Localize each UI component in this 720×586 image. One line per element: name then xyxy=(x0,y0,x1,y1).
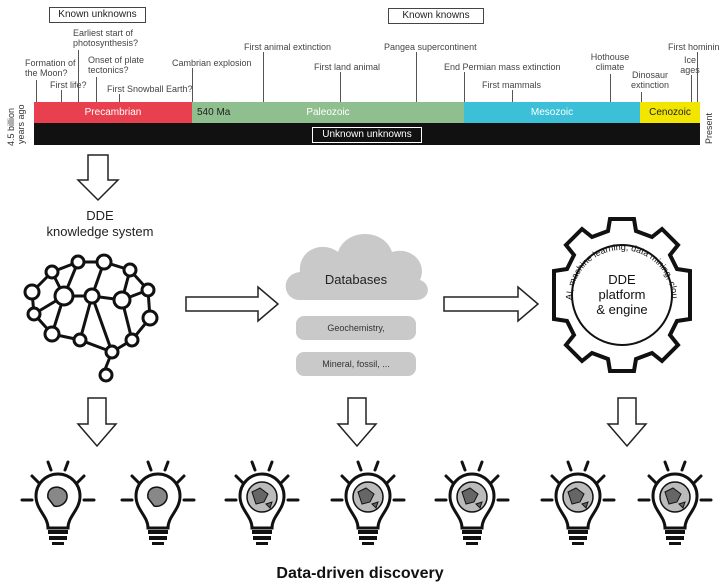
tick-photosynthesis xyxy=(78,50,79,102)
tick-ice-ages xyxy=(691,75,692,102)
event-land-animal: First land animal xyxy=(314,62,381,72)
arrow-down-1 xyxy=(76,397,118,448)
era-precambrian: Precambrian xyxy=(34,102,192,123)
tick-animal-extinction xyxy=(263,52,264,102)
tick-dinosaur xyxy=(641,92,642,102)
platform-line3: & engine xyxy=(596,302,648,317)
event-animal-extinction: First animal extinction xyxy=(244,42,332,52)
axis-start-label-2: years ago xyxy=(16,104,26,144)
tick-plate-tectonics xyxy=(96,77,97,102)
known-knowns-box: Known knowns xyxy=(388,8,484,24)
light-bulb-icon xyxy=(540,460,616,545)
light-bulb-icon xyxy=(20,460,96,545)
light-bulb-icon xyxy=(434,460,510,545)
data-driven-discovery-title: Data-driven discovery xyxy=(276,565,444,582)
axis-start-label-1: 4.5 billion xyxy=(6,107,16,146)
database-item-1: Geochemistry, xyxy=(296,316,416,340)
cloud-icon xyxy=(285,234,428,300)
event-first-life: First life? xyxy=(50,80,87,90)
era-mesozoic: Mesozoic xyxy=(464,102,640,123)
brain-nodes xyxy=(23,253,159,383)
arrow-down-3 xyxy=(606,397,648,448)
event-hominins: First hominins xyxy=(668,42,720,52)
platform-label: DDE platform & engine xyxy=(580,272,664,317)
era-paleozoic: Paleozoic xyxy=(192,102,464,123)
light-bulb-icon xyxy=(120,460,196,545)
light-bulb-icon xyxy=(224,460,300,545)
event-plate-tectonics: Onset of plate tectonics? xyxy=(88,55,145,75)
tick-hothouse xyxy=(610,74,611,102)
platform-line1: DDE xyxy=(608,272,636,287)
unknown-unknowns-bar xyxy=(34,123,700,145)
knowledge-system-line1: DDE xyxy=(86,208,114,223)
light-bulb-icon xyxy=(330,460,406,545)
event-permian: End Permian mass extinction xyxy=(444,62,561,72)
tick-hominins xyxy=(697,52,698,102)
known-unknowns-box: Known unknowns xyxy=(49,7,146,23)
arrow-right-2 xyxy=(443,285,540,323)
event-formation-moon: Formation of the Moon? xyxy=(25,58,76,78)
knowledge-system-line2: knowledge system xyxy=(46,224,154,239)
light-bulbs xyxy=(20,460,713,545)
arrow-right-1 xyxy=(185,285,280,323)
event-photosynthesis: Earliest start of photosynthesis? xyxy=(73,28,139,48)
event-pangea: Pangea supercontinent xyxy=(384,42,477,52)
tick-land-animal xyxy=(340,72,341,102)
tick-mammals xyxy=(512,90,513,102)
knowledge-system-title: DDE knowledge system xyxy=(30,208,170,240)
event-cambrian: Cambrian explosion xyxy=(172,58,252,68)
arrow-down-2 xyxy=(336,397,378,448)
event-dinosaur: Dinosaur extinction xyxy=(630,70,670,90)
arrow-down-timeline xyxy=(76,154,120,202)
tick-pangea xyxy=(416,52,417,102)
event-mammals: First mammals xyxy=(482,80,541,90)
tick-snowball xyxy=(119,94,120,102)
event-hothouse: Hothouse climate xyxy=(590,52,630,72)
era-marker-540ma: 540 Ma xyxy=(197,107,231,118)
unknown-unknowns-label: Unknown unknowns xyxy=(312,127,422,143)
platform-line2: platform xyxy=(598,287,646,302)
light-bulb-icon xyxy=(637,460,713,545)
axis-present-label: Present xyxy=(704,112,714,144)
event-ice-ages: Ice ages xyxy=(680,55,700,75)
tick-formation-moon xyxy=(36,80,37,102)
tick-permian xyxy=(464,72,465,102)
tick-first-life xyxy=(61,90,62,102)
tick-cambrian xyxy=(192,68,193,102)
brain-network-icon xyxy=(30,260,152,377)
event-snowball: First Snowball Earth? xyxy=(107,84,193,94)
database-item-2: Mineral, fossil, ... xyxy=(296,352,416,376)
databases-title: Databases xyxy=(324,272,388,287)
era-cenozoic: Cenozoic xyxy=(640,102,700,123)
